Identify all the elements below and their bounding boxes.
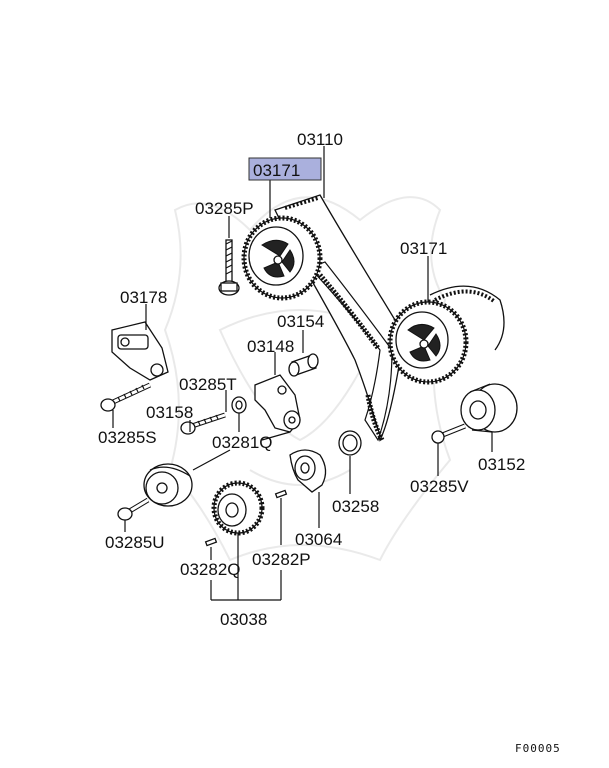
crankshaft-sprocket-03038 — [211, 480, 265, 536]
figure-code: F00005 — [515, 742, 561, 755]
highlight-box-03171 — [248, 157, 322, 181]
part-label-03152[interactable]: 03152 — [478, 455, 525, 474]
part-label-03038[interactable]: 03038 — [220, 610, 267, 629]
part-label-03171-right[interactable]: 03171 — [400, 239, 447, 258]
flange-03064 — [289, 449, 327, 493]
bolt-03285s — [100, 382, 152, 412]
part-label-03110[interactable]: 03110 — [297, 130, 343, 149]
part-label-03178[interactable]: 03178 — [120, 288, 167, 307]
bolt-03285u — [117, 497, 150, 521]
camshaft-sprocket-top — [241, 215, 323, 301]
bolt-03285p — [218, 239, 240, 296]
idler-pulley-03152 — [460, 383, 518, 433]
washer — [231, 396, 247, 414]
auto-tensioner-03178 — [111, 321, 169, 381]
part-label-03171-top[interactable]: 03171 — [253, 161, 300, 180]
bolt-03285v — [431, 423, 466, 444]
part-label-03285t[interactable]: 03285T — [179, 375, 237, 394]
bolt-03285t — [180, 412, 226, 435]
part-label-03282p[interactable]: 03282P — [252, 550, 311, 569]
part-label-03285u[interactable]: 03285U — [105, 533, 165, 552]
part-label-03285v[interactable]: 03285V — [410, 477, 469, 496]
part-label-03154[interactable]: 03154 — [277, 312, 324, 331]
part-label-03285p[interactable]: 03285P — [195, 199, 254, 218]
part-label-03158[interactable]: 03158 — [146, 403, 193, 422]
pin-03154 — [288, 353, 319, 377]
part-label-03258[interactable]: 03258 — [332, 497, 379, 516]
leader-lines — [112, 146, 493, 601]
part-label-03282q[interactable]: 03282Q — [180, 560, 241, 579]
part-label-03148[interactable]: 03148 — [247, 337, 294, 356]
keys — [204, 489, 288, 547]
tensioner-pulley-03158 — [143, 463, 193, 507]
part-label-03281q[interactable]: 03281Q — [212, 433, 273, 452]
part-label-03064[interactable]: 03064 — [295, 530, 342, 549]
tensioner-bracket-03148 — [254, 374, 301, 433]
ring-03258 — [338, 430, 362, 456]
part-label-03285s[interactable]: 03285S — [98, 428, 157, 447]
camshaft-sprocket-right — [387, 299, 469, 385]
